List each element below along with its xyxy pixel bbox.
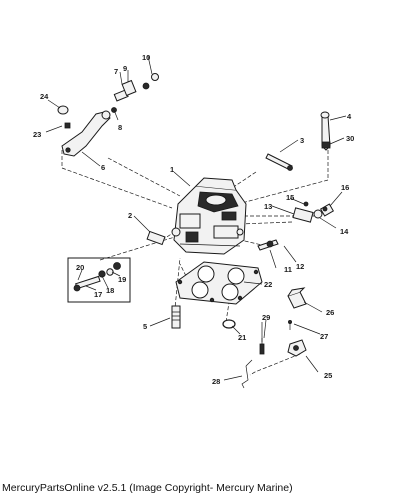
carburetor-body <box>171 177 247 255</box>
callout-25: 25 <box>324 371 332 380</box>
callout-19: 19 <box>118 275 126 284</box>
callout-labels: 1 2 3 4 5 6 7 8 9 10 11 12 13 14 15 16 1… <box>33 53 354 386</box>
lower-hardware <box>222 287 307 389</box>
copyright-caption: MercuryPartsOnline v2.5.1 (Image Copyrig… <box>2 482 293 494</box>
throttle-body-gasket <box>175 261 263 305</box>
callout-23: 23 <box>33 130 41 139</box>
screw-kit-inset <box>67 257 131 303</box>
callout-20: 20 <box>76 263 84 272</box>
callout-17: 17 <box>94 290 102 299</box>
callout-6: 6 <box>101 163 105 172</box>
callout-24: 24 <box>40 92 49 101</box>
callout-1: 1 <box>170 165 174 174</box>
callout-28: 28 <box>212 377 220 386</box>
callout-4: 4 <box>347 112 352 121</box>
callout-27: 27 <box>320 332 328 341</box>
throttle-lever <box>61 110 111 157</box>
callout-5: 5 <box>143 322 147 331</box>
callout-30: 30 <box>346 134 354 143</box>
callout-8: 8 <box>118 123 122 132</box>
callout-12: 12 <box>296 262 304 271</box>
callout-18: 18 <box>106 286 114 295</box>
callout-3: 3 <box>300 136 304 145</box>
callout-9: 9 <box>123 64 127 73</box>
linkage-rods <box>265 111 331 171</box>
callout-7: 7 <box>114 67 118 76</box>
callout-10: 10 <box>142 53 150 62</box>
callout-22: 22 <box>264 280 272 289</box>
callout-21: 21 <box>238 333 246 342</box>
callout-16: 16 <box>341 183 349 192</box>
callout-13: 13 <box>264 202 272 211</box>
left-hardware <box>146 230 181 329</box>
callout-26: 26 <box>326 308 334 317</box>
pump-hardware <box>257 201 335 251</box>
leader-lines <box>45 55 347 381</box>
assembly-guide-lines <box>61 150 329 376</box>
callout-15: 15 <box>286 193 294 202</box>
small-hardware-top <box>57 73 159 129</box>
callout-11: 11 <box>284 265 292 274</box>
callout-14: 14 <box>340 227 349 236</box>
callout-29: 29 <box>262 313 270 322</box>
callout-2: 2 <box>128 211 132 220</box>
